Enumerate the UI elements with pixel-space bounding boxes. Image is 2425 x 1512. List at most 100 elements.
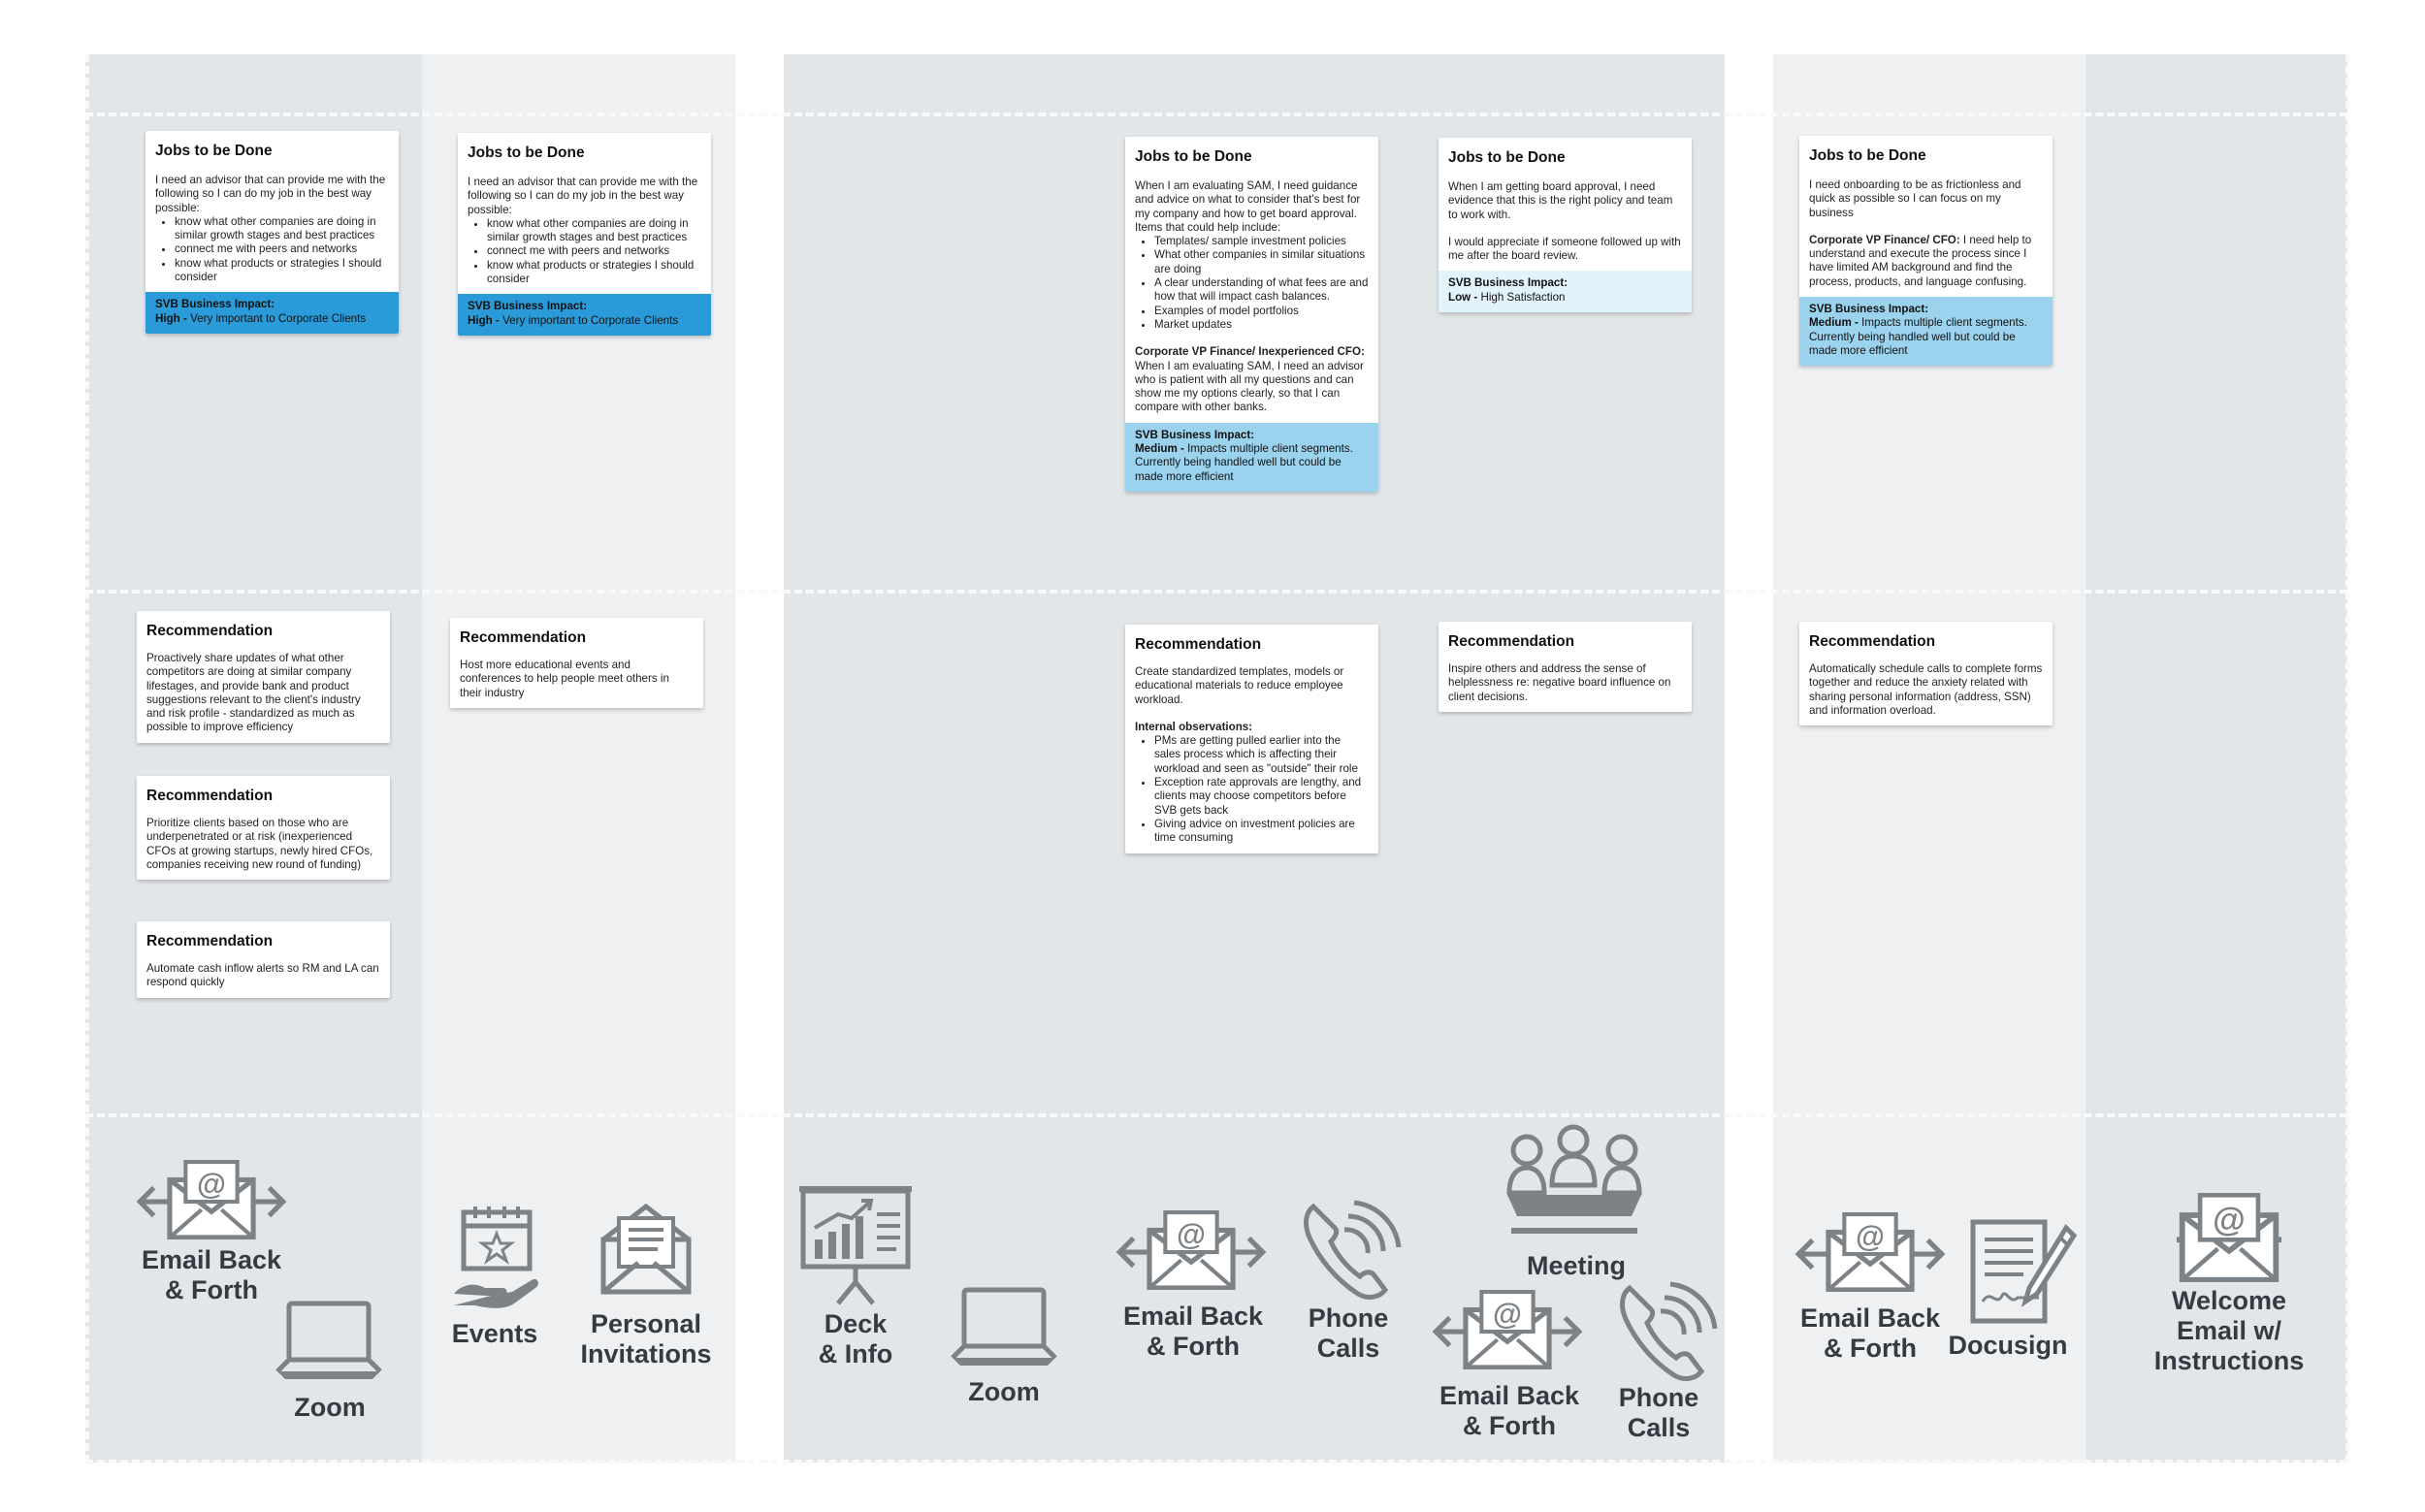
list-item: A clear understanding of what fees are a… <box>1154 276 1369 305</box>
list-item: Examples of model portfolios <box>1154 305 1369 318</box>
recommendation-card: Recommendation Create standardized templ… <box>1125 625 1378 853</box>
card-text: Inspire others and address the sense of … <box>1448 662 1671 703</box>
impact-text: Very important to Corporate Clients <box>186 311 367 325</box>
card-text: Create standardized templates, models or… <box>1135 665 1344 706</box>
touchpoint-label: Personal Invitations <box>580 1309 712 1368</box>
row-divider <box>85 1460 2347 1464</box>
recommendation-card: Recommendation Inspire others and addres… <box>1439 622 1692 712</box>
list-item: know what products or strategies I shoul… <box>175 257 389 285</box>
touchpoint-label: Meeting <box>1526 1251 1626 1280</box>
list-item: connect me with peers and networks <box>487 244 701 258</box>
business-impact: SVB Business Impact: Medium - Impacts mu… <box>1125 422 1378 492</box>
email-icon <box>1428 1290 1587 1369</box>
touchpoint-label: Zoom <box>968 1377 1040 1406</box>
list-item: connect me with peers and networks <box>175 242 389 256</box>
email-icon <box>1112 1210 1271 1290</box>
card-text: I would appreciate if someone followed u… <box>1448 235 1681 263</box>
list-item: PMs are getting pulled earlier into the … <box>1154 734 1369 776</box>
jobs-card: Jobs to be Done When I am getting board … <box>1439 138 1692 313</box>
impact-text: Impacts multiple client segments. Curren… <box>1809 316 2027 357</box>
persona-label: Corporate VP Finance/ CFO: <box>1809 233 1960 246</box>
phone-icon <box>1304 1199 1405 1302</box>
touchpoint-label: Docusign <box>1948 1331 2068 1360</box>
card-title: Jobs to be Done <box>1135 148 1252 165</box>
recommendation-card: Recommendation Prioritize clients based … <box>137 776 390 881</box>
email-icon <box>1791 1212 1950 1292</box>
card-text: Prioritize clients based on those who ar… <box>146 817 373 871</box>
signature-document-icon <box>1970 1219 2078 1324</box>
list-item: Giving advice on investment policies are… <box>1154 818 1369 846</box>
email-icon <box>132 1160 291 1239</box>
list-item: know what other companies are doing in s… <box>175 215 389 243</box>
impact-level: High - <box>155 311 187 325</box>
laptop-icon <box>951 1286 1057 1369</box>
jobs-card: Jobs to be Done I need an advisor that c… <box>146 131 399 334</box>
touchpoint-label: Email Back & Forth <box>1439 1381 1580 1440</box>
row-divider <box>85 1113 2347 1117</box>
card-text: I need onboarding to be as frictionless … <box>1809 178 2021 219</box>
recommendation-card: Recommendation Automate cash inflow aler… <box>137 921 390 998</box>
impact-label: SVB Business Impact: <box>1809 303 1929 316</box>
persona-text: I need help to understand and execute th… <box>1809 233 2032 288</box>
persona-label: Corporate VP Finance/ Inexperienced CFO: <box>1135 345 1365 359</box>
touchpoint-label: Events <box>451 1319 538 1348</box>
touchpoint-label: Welcome Email w/ Instructions <box>2153 1286 2305 1375</box>
laptop-icon <box>275 1300 382 1383</box>
card-title: Recommendation <box>146 788 274 804</box>
list-item: Market updates <box>1154 318 1369 332</box>
touchpoint-label: Deck & Info <box>818 1309 893 1368</box>
impact-text: Very important to Corporate Clients <box>499 313 679 327</box>
jobs-card: Jobs to be Done I need onboarding to be … <box>1799 136 2053 367</box>
persona-text: When I am evaluating SAM, I need an advi… <box>1135 359 1364 414</box>
list-item: know what products or strategies I shoul… <box>487 259 701 287</box>
card-text: I need an advisor that can provide me wi… <box>468 176 698 216</box>
business-impact: SVB Business Impact: High - Very importa… <box>458 294 711 336</box>
impact-label: SVB Business Impact: <box>155 298 275 311</box>
card-title: Jobs to be Done <box>1809 147 1926 164</box>
impact-level: High - <box>468 313 500 327</box>
card-text: Automate cash inflow alerts so RM and LA… <box>146 962 379 989</box>
card-title: Jobs to be Done <box>155 143 273 159</box>
recommendation-card: Recommendation Host more educational eve… <box>450 618 703 708</box>
meeting-icon <box>1506 1124 1642 1234</box>
touchpoint-label: Email Back & Forth <box>1122 1302 1264 1361</box>
card-title: Jobs to be Done <box>468 145 585 161</box>
presentation-board-icon <box>799 1186 912 1305</box>
row-divider <box>85 590 2347 594</box>
calendar-star-icon <box>454 1206 538 1308</box>
impact-label: SVB Business Impact: <box>1135 428 1255 441</box>
card-text: I need an advisor that can provide me wi… <box>155 174 386 214</box>
card-text: Automatically schedule calls to complete… <box>1809 662 2043 717</box>
phone-icon <box>1620 1280 1721 1383</box>
lane-column <box>784 54 1099 1463</box>
card-text: Host more educational events and confere… <box>460 659 669 699</box>
card-title: Jobs to be Done <box>1448 149 1566 166</box>
business-impact: SVB Business Impact: Low - High Satisfac… <box>1439 271 1692 313</box>
touchpoint-label: Email Back & Forth <box>1799 1303 1941 1363</box>
column-edge <box>85 54 89 1463</box>
impact-level: Low - <box>1448 290 1478 304</box>
card-title: Recommendation <box>460 629 587 646</box>
touchpoint-label: Email Back & Forth <box>141 1245 282 1304</box>
card-title: Recommendation <box>146 933 274 949</box>
touchpoint-label: Phone Calls <box>1308 1303 1389 1363</box>
touchpoint-label: Phone Calls <box>1618 1383 1699 1442</box>
impact-text: High Satisfaction <box>1477 290 1566 304</box>
card-title: Recommendation <box>1809 633 1936 650</box>
invitation-icon <box>600 1203 692 1295</box>
column-edge <box>2345 54 2349 1463</box>
impact-label: SVB Business Impact: <box>1448 276 1568 290</box>
impact-level: Medium - <box>1809 316 1859 330</box>
jobs-card: Jobs to be Done I need an advisor that c… <box>458 133 711 336</box>
card-title: Recommendation <box>1448 633 1575 650</box>
email-icon <box>2177 1193 2281 1282</box>
card-text: Proactively share updates of what other … <box>146 652 361 734</box>
recommendation-card: Recommendation Proactively share updates… <box>137 611 390 743</box>
impact-level: Medium - <box>1135 442 1184 456</box>
list-item: What other companies in similar situatio… <box>1154 248 1369 276</box>
list-item: know what other companies are doing in s… <box>487 217 701 245</box>
touchpoint-label: Zoom <box>294 1393 366 1422</box>
card-title: Recommendation <box>1135 636 1262 653</box>
list-item: Templates/ sample investment policies <box>1154 235 1369 248</box>
card-title: Recommendation <box>146 623 274 639</box>
